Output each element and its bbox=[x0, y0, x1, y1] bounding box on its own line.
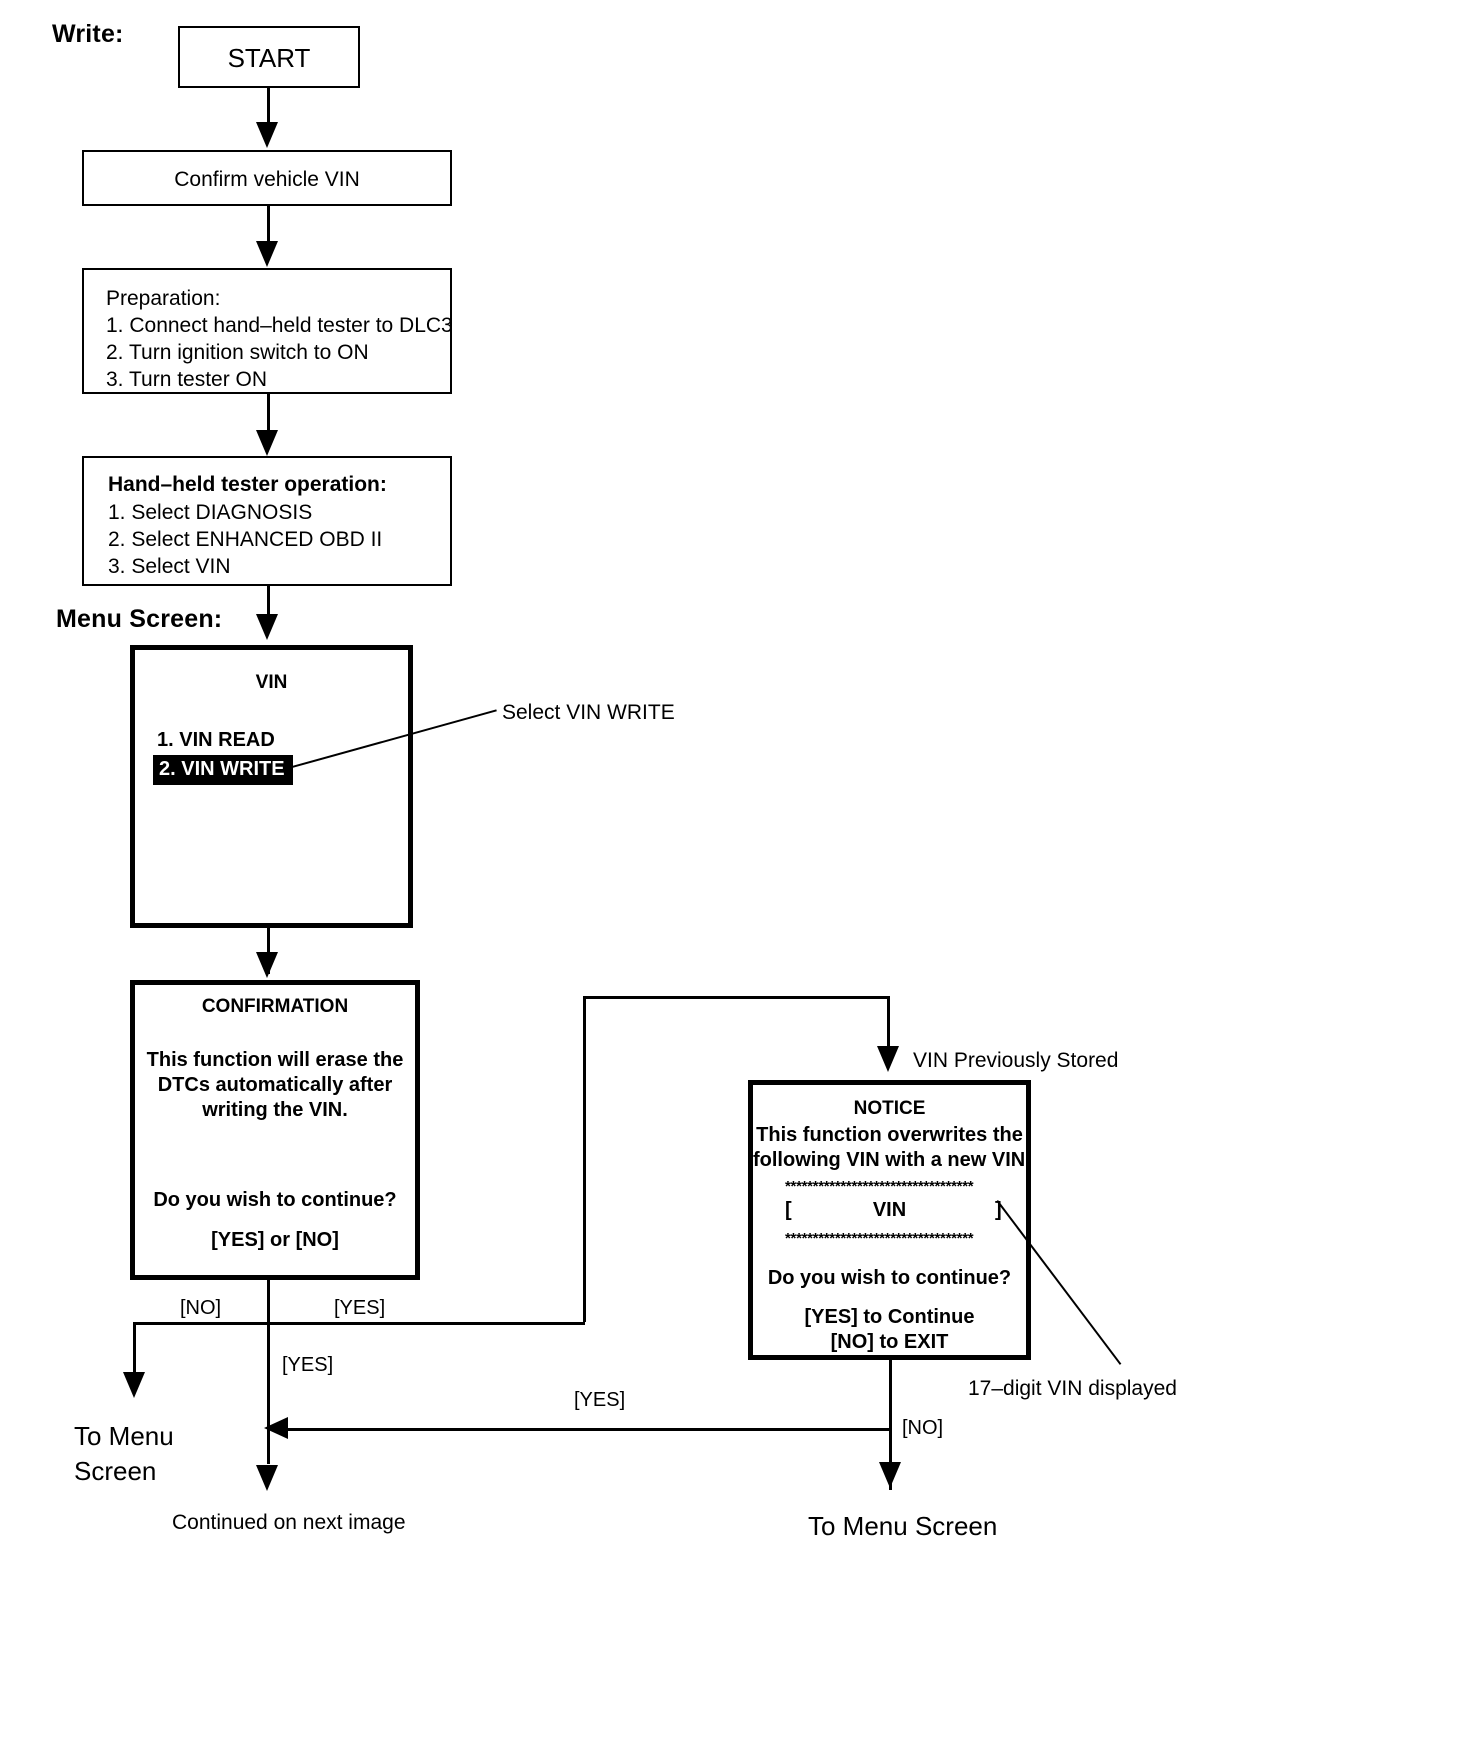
node-start: START bbox=[178, 26, 360, 88]
node-preparation-step-3: 3. Turn tester ON bbox=[106, 368, 268, 391]
edge-confirm-to-prep bbox=[267, 206, 270, 246]
notice-rule-top: ********************************** bbox=[785, 1178, 974, 1195]
confirmation-body-line-1: This function will erase the bbox=[146, 1049, 404, 1071]
node-notice-screen: NOTICE This function overwrites the foll… bbox=[748, 1080, 1031, 1360]
notice-question: Do you wish to continue? bbox=[767, 1267, 1012, 1289]
notice-vin-open-bracket: [ bbox=[785, 1199, 792, 1221]
confirmation-body-line-3: writing the VIN. bbox=[202, 1099, 348, 1121]
node-preparation-step-1: 1. Connect hand–held tester to DLC3 bbox=[106, 314, 453, 337]
callout-select-vin-write: Select VIN WRITE bbox=[502, 701, 675, 724]
node-confirm-vin: Confirm vehicle VIN bbox=[82, 150, 452, 206]
edge-confirmation-bus bbox=[133, 1322, 585, 1325]
arrow-confirm-to-prep bbox=[256, 241, 278, 267]
edge-notice-yes-to-menu bbox=[280, 1428, 890, 1431]
arrow-continued-down bbox=[256, 1465, 278, 1491]
notice-choice-no: [NO] to EXIT bbox=[830, 1331, 949, 1353]
node-tester-operation: Hand–held tester operation: 1. Select DI… bbox=[82, 456, 452, 586]
node-tester-operation-title: Hand–held tester operation: bbox=[108, 473, 387, 496]
node-confirmation-screen: CONFIRMATION This function will erase th… bbox=[130, 980, 420, 1280]
edge-notice-stem bbox=[889, 1360, 892, 1446]
confirmation-choices: [YES] or [NO] bbox=[211, 1229, 339, 1251]
edge-label-notice-yes: [YES] bbox=[574, 1389, 626, 1411]
node-tester-operation-step-3: 3. Select VIN bbox=[108, 555, 231, 578]
arrow-prep-to-tester bbox=[256, 430, 278, 456]
edge-label-notice-no: [NO] bbox=[902, 1417, 944, 1439]
edge-tester-to-menu bbox=[267, 586, 270, 632]
edge-yes-to-notice-left-vertical bbox=[583, 996, 586, 1322]
edge-yes-to-notice-right-vertical bbox=[887, 996, 890, 1054]
notice-choice-yes: [YES] to Continue bbox=[804, 1306, 975, 1328]
confirmation-title: CONFIRMATION bbox=[201, 996, 349, 1017]
edge-prep-to-tester bbox=[267, 394, 270, 436]
notice-body-line-1: This function overwrites the bbox=[756, 1124, 1023, 1146]
terminal-to-menu-screen-right: To Menu Screen bbox=[808, 1511, 998, 1541]
node-vin-menu-screen: VIN 1. VIN READ 2. VIN WRITE bbox=[130, 645, 413, 928]
edge-label-confirmation-no: [NO] bbox=[180, 1297, 222, 1319]
arrow-menu-to-confirmation bbox=[256, 952, 278, 978]
node-confirm-vin-label: Confirm vehicle VIN bbox=[174, 168, 360, 191]
notice-body-line-2: following VIN with a new VIN. bbox=[753, 1149, 1031, 1171]
terminal-to-menu-screen-left-line1: To Menu bbox=[74, 1421, 174, 1451]
edge-start-to-confirm bbox=[267, 88, 270, 126]
notice-vin-close-bracket: ] bbox=[995, 1199, 1002, 1221]
node-preparation-step-2: 2. Turn ignition switch to ON bbox=[106, 341, 369, 364]
edge-confirmation-no-down bbox=[133, 1322, 136, 1386]
edge-notice-no-down bbox=[889, 1428, 892, 1490]
edge-yes-to-notice-horizontal bbox=[583, 996, 890, 999]
edge-label-confirmation-yes: [YES] bbox=[334, 1297, 386, 1319]
arrow-notice-yes-to-menu bbox=[264, 1417, 288, 1439]
terminal-to-menu-screen-left-line2: Screen bbox=[74, 1456, 157, 1486]
arrow-confirmation-no bbox=[123, 1372, 145, 1398]
node-preparation: Preparation: 1. Connect hand–held tester… bbox=[82, 268, 453, 394]
arrow-notice-no bbox=[879, 1462, 901, 1488]
confirmation-question: Do you wish to continue? bbox=[153, 1189, 397, 1211]
edge-confirmation-stem bbox=[267, 1280, 270, 1322]
vin-menu-item-vin-write-label: 2. VIN WRITE bbox=[153, 755, 293, 785]
edge-confirmation-yes-down bbox=[267, 1322, 270, 1464]
edge-menu-to-confirmation bbox=[267, 928, 270, 974]
arrow-tester-to-menu bbox=[256, 614, 278, 640]
node-tester-operation-step-2: 2. Select ENHANCED OBD II bbox=[108, 528, 383, 551]
vin-menu-item-vin-read[interactable]: 1. VIN READ bbox=[157, 729, 275, 751]
menu-screen-label: Menu Screen: bbox=[56, 605, 223, 633]
notice-vin-value: VIN bbox=[872, 1199, 907, 1221]
arrow-to-notice bbox=[877, 1046, 899, 1072]
notice-title: NOTICE bbox=[853, 1098, 926, 1119]
node-tester-operation-step-1: 1. Select DIAGNOSIS bbox=[108, 501, 313, 524]
section-label-write: Write: bbox=[52, 20, 124, 48]
node-start-label: START bbox=[227, 43, 311, 73]
vin-menu-title: VIN bbox=[255, 672, 288, 693]
notice-rule-bottom: ********************************** bbox=[785, 1230, 974, 1247]
edge-label-confirmation-yes-down: [YES] bbox=[282, 1354, 334, 1376]
vin-menu-item-vin-write[interactable]: 2. VIN WRITE bbox=[153, 755, 293, 785]
terminal-continued-on-next-image: Continued on next image bbox=[172, 1511, 406, 1534]
confirmation-body-line-2: DTCs automatically after bbox=[157, 1074, 393, 1096]
arrow-start-to-confirm bbox=[256, 122, 278, 148]
callout-seventeen-digit-vin: 17–digit VIN displayed bbox=[968, 1377, 1177, 1400]
node-preparation-title: Preparation: bbox=[106, 287, 221, 310]
callout-vin-previously-stored: VIN Previously Stored bbox=[913, 1049, 1119, 1072]
